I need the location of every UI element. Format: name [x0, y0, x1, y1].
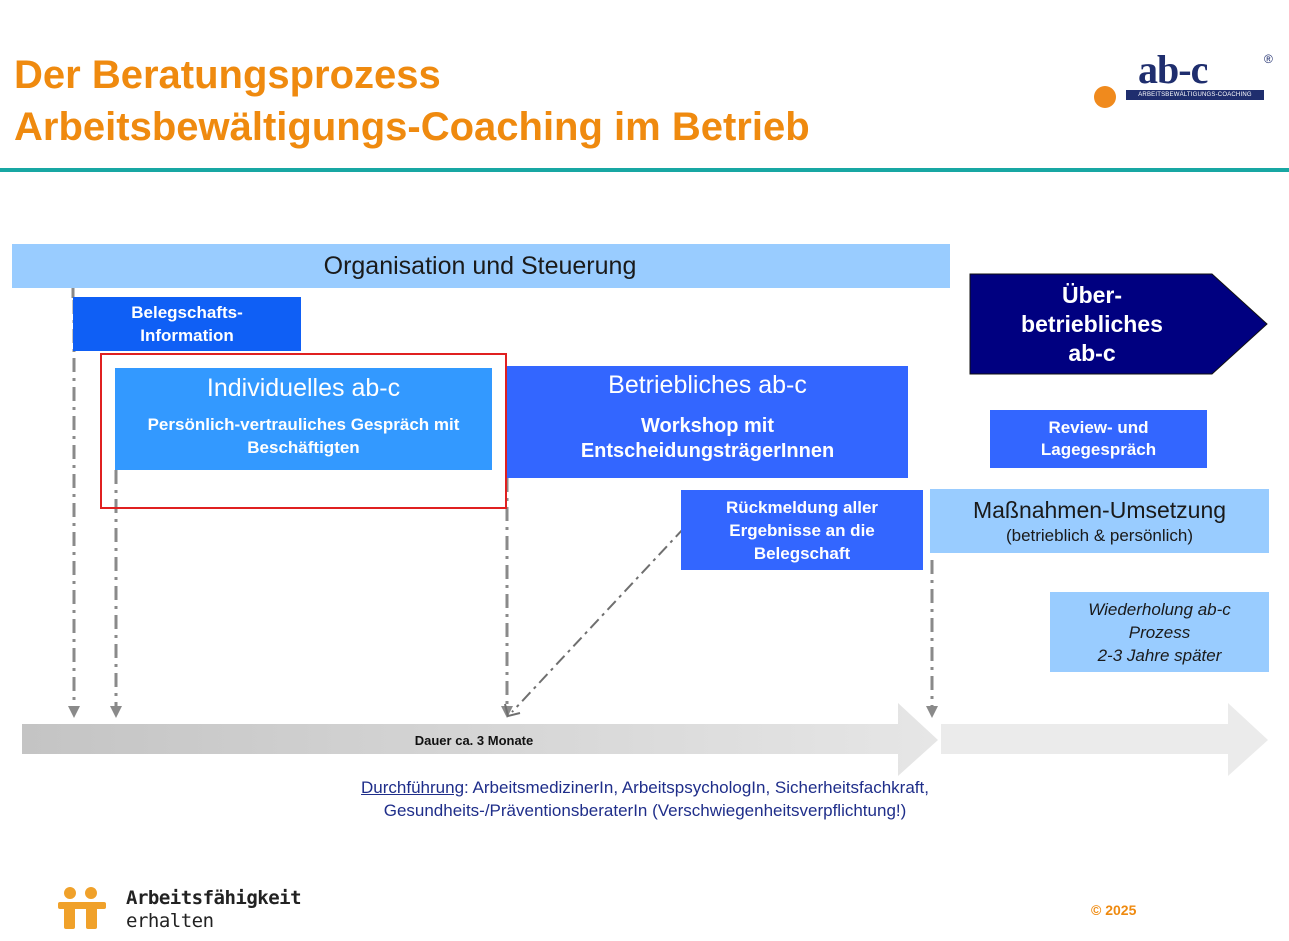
rueckmeldung-line-1: Rückmeldung aller [725, 497, 879, 517]
rueckmeldung-line-3: Belegschaft [753, 543, 851, 563]
massnahmen-box: Maßnahmen-Umsetzung (betrieblich & persö… [930, 489, 1269, 553]
belegschaft-information-box: Belegschafts- Information [73, 297, 301, 351]
page-title-line-1: Der Beratungsprozess [14, 53, 441, 97]
ueberbetrieblich-line-1: Über- [1061, 281, 1123, 308]
massnahmen-sub: (betrieblich & persönlich) [1005, 525, 1194, 545]
duration-label: Dauer ca. 3 Monate [414, 733, 534, 748]
betriebliches-sub-line-1: Workshop mit [641, 414, 774, 437]
belegschaft-line-1: Belegschafts- [131, 303, 243, 322]
individuelles-sub: Persönlich-vertrauliches Gespräch mit Be… [148, 413, 460, 459]
durchfuehrung-note: Durchführung: ArbeitsmedizinerIn, Arbeit… [300, 776, 990, 822]
durchfuehrung-label: Durchführung [361, 778, 465, 797]
logo-dot-icon [1094, 86, 1116, 108]
arrowhead-individuell [110, 706, 122, 718]
review-line-1: Review- und [1048, 418, 1149, 437]
wiederholung-line-3: 2-3 Jahre später [1097, 645, 1222, 665]
duration-arrow [22, 703, 938, 776]
belegschaft-line-2: Information [140, 326, 234, 345]
rueckmeldung-line-2: Ergebnisse an die [729, 520, 875, 540]
individuelles-sub-line-1: Persönlich-vertrauliches Gespräch mit [147, 414, 460, 434]
review-box: Review- und Lagegespräch [990, 410, 1207, 468]
individuelles-abc-box: Individuelles ab-c Persönlich-vertraulic… [115, 368, 492, 470]
betriebliches-heading: Betriebliches ab-c [608, 370, 807, 399]
arrowhead-rueckmeldung [504, 703, 521, 718]
betriebliches-sub: Workshop mit EntscheidungsträgerInnen [581, 414, 834, 464]
abc-logo: ab-c ® ARBEITSBEWÄLTIGUNGS-COACHING [1088, 47, 1278, 118]
wiederholung-box: Wiederholung ab-c Prozess 2-3 Jahre spät… [1050, 592, 1269, 672]
betriebliches-sub-line-2: EntscheidungsträgerInnen [580, 439, 835, 462]
footer-brand-line-1: Arbeitsfähigkeit [126, 887, 302, 909]
rueckmeldung-box: Rückmeldung aller Ergebnisse an die Bele… [681, 490, 923, 570]
page-title-line-2: Arbeitsbewältigungs-Coaching im Betrieb [14, 105, 810, 149]
individuelles-sub-line-2: Beschäftigten [247, 437, 360, 457]
highlight-frame [100, 353, 507, 509]
logo-registered-mark: ® [1264, 52, 1273, 66]
individuelles-heading: Individuelles ab-c [206, 373, 401, 402]
logo-wordmark: ab-c [1138, 47, 1208, 92]
footer-brand-line-2: erhalten [126, 910, 214, 932]
connector-rueckmeldung-diagonal [511, 527, 685, 713]
ueberbetrieblich-shape [969, 273, 1268, 375]
logo-tagline: ARBEITSBEWÄLTIGUNGS-COACHING [1126, 90, 1264, 100]
durchfuehrung-text-1: : ArbeitsmedizinerIn, ArbeitspsychologIn… [464, 778, 929, 797]
wiederholung-line-2: Prozess [1128, 622, 1191, 642]
betriebliches-abc-box: Betriebliches ab-c Workshop mit Entschei… [507, 366, 908, 478]
footer-people-icon [58, 887, 106, 929]
title-divider [0, 168, 1289, 172]
ueberbetrieblich-line-3: ab-c [1068, 339, 1116, 366]
durchfuehrung-text-2: Gesundheits-/PräventionsberaterIn (Versc… [383, 801, 907, 820]
arrowhead-massnahmen [926, 706, 938, 718]
ueberbetrieblich-label: Über- betriebliches ab-c [970, 274, 1266, 374]
ueberbetrieblich-line-2: betriebliches [1021, 310, 1163, 337]
continuation-arrow [941, 703, 1268, 776]
massnahmen-heading: Maßnahmen-Umsetzung [972, 496, 1227, 523]
durchfuehrung-line-1: Durchführung: ArbeitsmedizinerIn, Arbeit… [300, 776, 990, 799]
copyright: © 2025 [1091, 902, 1137, 918]
organisation-label: Organisation und Steuerung [323, 251, 637, 280]
arrowhead-belegschaft [68, 706, 80, 718]
organisation-steuerung-bar: Organisation und Steuerung [12, 244, 950, 288]
review-line-2: Lagegespräch [1040, 440, 1157, 459]
wiederholung-line-1: Wiederholung ab-c [1088, 599, 1231, 619]
